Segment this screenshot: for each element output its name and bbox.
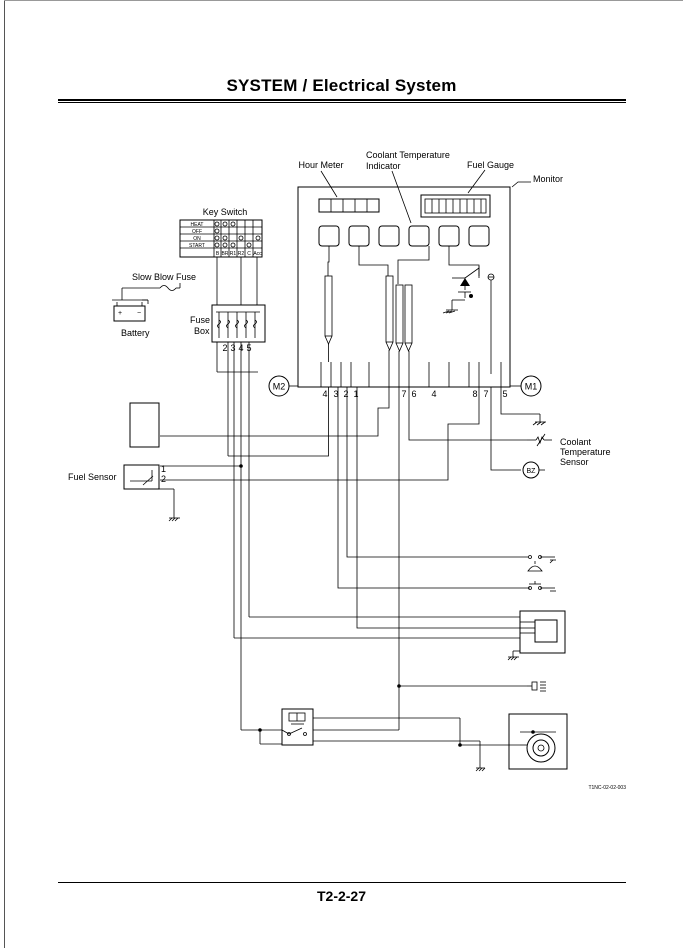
diagram-label: OFF <box>192 229 202 235</box>
fuel-sensor-label: Fuel Sensor <box>68 472 117 482</box>
diagram-label: 2 <box>161 474 166 484</box>
diagram-label: 2 <box>222 343 227 353</box>
relay <box>281 708 314 746</box>
pin-label: 7 <box>483 389 488 399</box>
pin-label: 7 <box>401 389 406 399</box>
diagram-label: START <box>189 243 205 249</box>
diagram-label: BZ <box>527 468 537 475</box>
footer-rule <box>58 882 626 883</box>
svg-text:−: − <box>137 310 141 317</box>
hour-meter-display <box>318 198 380 213</box>
battery-symbol: + − <box>112 288 149 322</box>
pin-label: 4 <box>431 389 436 399</box>
svg-text:+: + <box>118 310 122 317</box>
coolant-temperature-sensor-label: Sensor <box>560 457 589 467</box>
diagram-label: BR <box>222 251 229 257</box>
coolant-temperature-sensor-label: Temperature <box>560 447 611 457</box>
key-switch-label: Key Switch <box>203 207 248 217</box>
connector-m1: M1 <box>510 375 542 397</box>
ground-symbol <box>168 497 180 522</box>
indicator-lamp <box>378 225 400 247</box>
indicator-lamp <box>318 225 340 247</box>
coolant-temperature-indicator-label: Coolant Temperature <box>366 150 450 160</box>
coolant-temperature-sensor-label: Coolant <box>560 437 592 447</box>
slow-blow-fuse <box>122 283 181 291</box>
diagram-label: Acc <box>253 251 262 257</box>
pin-label: 3 <box>333 389 338 399</box>
header-rule-thin <box>58 102 626 103</box>
fuel-gauge-display <box>420 194 491 218</box>
pin-label: 8 <box>472 389 477 399</box>
buzzer: BZ <box>522 461 545 479</box>
ground-symbol <box>507 651 519 661</box>
fuel-gauge-label: Fuel Gauge <box>467 160 514 170</box>
ground-symbol <box>475 767 486 772</box>
pin-label: 1 <box>353 389 358 399</box>
coolant-temperature-indicator-label: Indicator <box>366 161 401 171</box>
pin-label: 5 <box>502 389 507 399</box>
connector-m2: M2 <box>268 375 298 397</box>
page-number: T2-2-27 <box>316 888 367 904</box>
diagram-label: M1 <box>525 382 538 392</box>
fuse-box: 2 3 4 5 <box>211 257 266 353</box>
relay-box-right <box>513 610 566 654</box>
diagram-label: R1 <box>230 251 237 257</box>
diagram-label: B <box>216 251 220 257</box>
coolant-temperature-sensor <box>527 433 552 447</box>
switch <box>528 581 556 592</box>
pin-label: 4 <box>322 389 327 399</box>
wiring <box>160 342 540 768</box>
diagram-label: C <box>247 251 251 257</box>
battery-label: Battery <box>121 328 150 338</box>
pin-label: 6 <box>411 389 416 399</box>
diagram-label: HEAT <box>191 222 204 228</box>
fuse-box-label: Box <box>194 326 210 336</box>
hour-meter-label: Hour Meter <box>298 160 343 170</box>
component-box <box>129 402 160 448</box>
diagram-label: 3 <box>230 343 235 353</box>
monitor-panel <box>297 186 511 388</box>
page-border-top <box>4 0 683 1</box>
slow-blow-fuse-label: Slow Blow Fuse <box>132 272 196 282</box>
diagram-label: R2 <box>238 251 245 257</box>
coolant-temperature-indicator-lamp <box>408 225 430 247</box>
page-border <box>4 0 5 948</box>
horn-icon <box>527 681 546 692</box>
ground-symbol <box>532 414 546 426</box>
starter-motor <box>508 713 568 770</box>
diagram-label: ON <box>193 236 201 242</box>
monitor-label: Monitor <box>533 174 563 184</box>
indicator-lamp <box>468 225 490 247</box>
fuse-box-label: Fuse <box>190 315 210 325</box>
key-switch: HEAT OFF ON START B BR R1 R2 C Acc <box>179 219 263 258</box>
header-rule <box>58 99 626 101</box>
page-title: SYSTEM / Electrical System <box>226 76 457 95</box>
fuel-sensor: 1 2 <box>123 464 175 497</box>
pin-label: 2 <box>343 389 348 399</box>
pressure-switch <box>527 555 556 572</box>
indicator-lamp <box>348 225 370 247</box>
diagram-label: M2 <box>273 382 286 392</box>
figure-code: T1NC-02-02-003 <box>588 785 626 791</box>
diagram-label: 1 <box>161 464 166 474</box>
indicator-lamp <box>438 225 460 247</box>
